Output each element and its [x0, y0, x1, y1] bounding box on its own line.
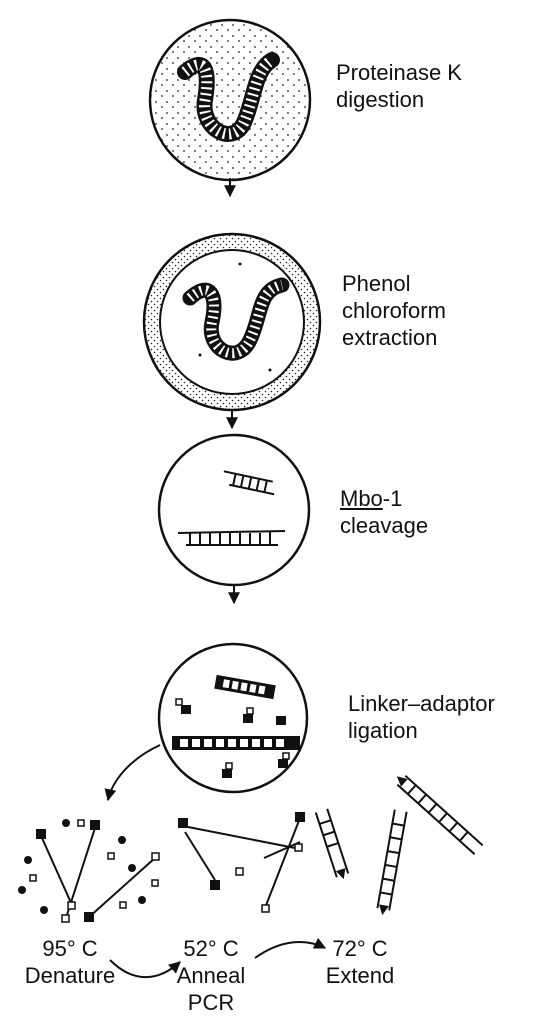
label-mbo-suffix: -1	[383, 486, 403, 511]
label-anneal: 52° C Anneal PCR	[141, 935, 281, 1016]
label-linker-line1: Linker–adaptor	[348, 690, 495, 717]
pcr-denatured-strands	[42, 818, 300, 918]
ligated-fragment-large	[172, 736, 300, 750]
arrow-to-pcr	[108, 745, 160, 800]
label-phenol-line2: chloroform	[342, 297, 446, 324]
cell-proteinase-digestion	[150, 20, 310, 180]
label-mbo-enzyme: Mbo	[340, 486, 383, 511]
label-extend-name: Extend	[290, 962, 430, 989]
label-anneal-name2: PCR	[141, 989, 281, 1016]
label-denature: 95° C Denature	[0, 935, 140, 989]
label-mbo: Mbo-1 cleavage	[340, 485, 428, 539]
label-proteinase: Proteinase K digestion	[336, 59, 462, 113]
label-phenol-line3: extraction	[342, 324, 446, 351]
cell-mbo-cleavage	[159, 435, 309, 585]
label-anneal-temp: 52° C	[141, 935, 281, 962]
label-phenol: Phenol chloroform extraction	[342, 270, 446, 351]
label-denature-name: Denature	[0, 962, 140, 989]
cell-phenol-extraction	[144, 234, 320, 410]
label-mbo-line2: cleavage	[340, 512, 428, 539]
label-extend: 72° C Extend	[290, 935, 430, 989]
label-mbo-line1: Mbo-1	[340, 485, 428, 512]
cell-linker-ligation	[159, 644, 307, 792]
pcr-primers	[36, 812, 305, 922]
label-anneal-name: Anneal	[141, 962, 281, 989]
label-extend-temp: 72° C	[290, 935, 430, 962]
label-linker: Linker–adaptor ligation	[348, 690, 495, 744]
extending-ladder-2	[376, 810, 406, 916]
label-proteinase-line2: digestion	[336, 86, 462, 113]
extending-ladder-1	[316, 809, 350, 881]
label-linker-line2: ligation	[348, 717, 495, 744]
label-denature-temp: 95° C	[0, 935, 140, 962]
label-proteinase-line1: Proteinase K	[336, 59, 462, 86]
label-phenol-line1: Phenol	[342, 270, 446, 297]
